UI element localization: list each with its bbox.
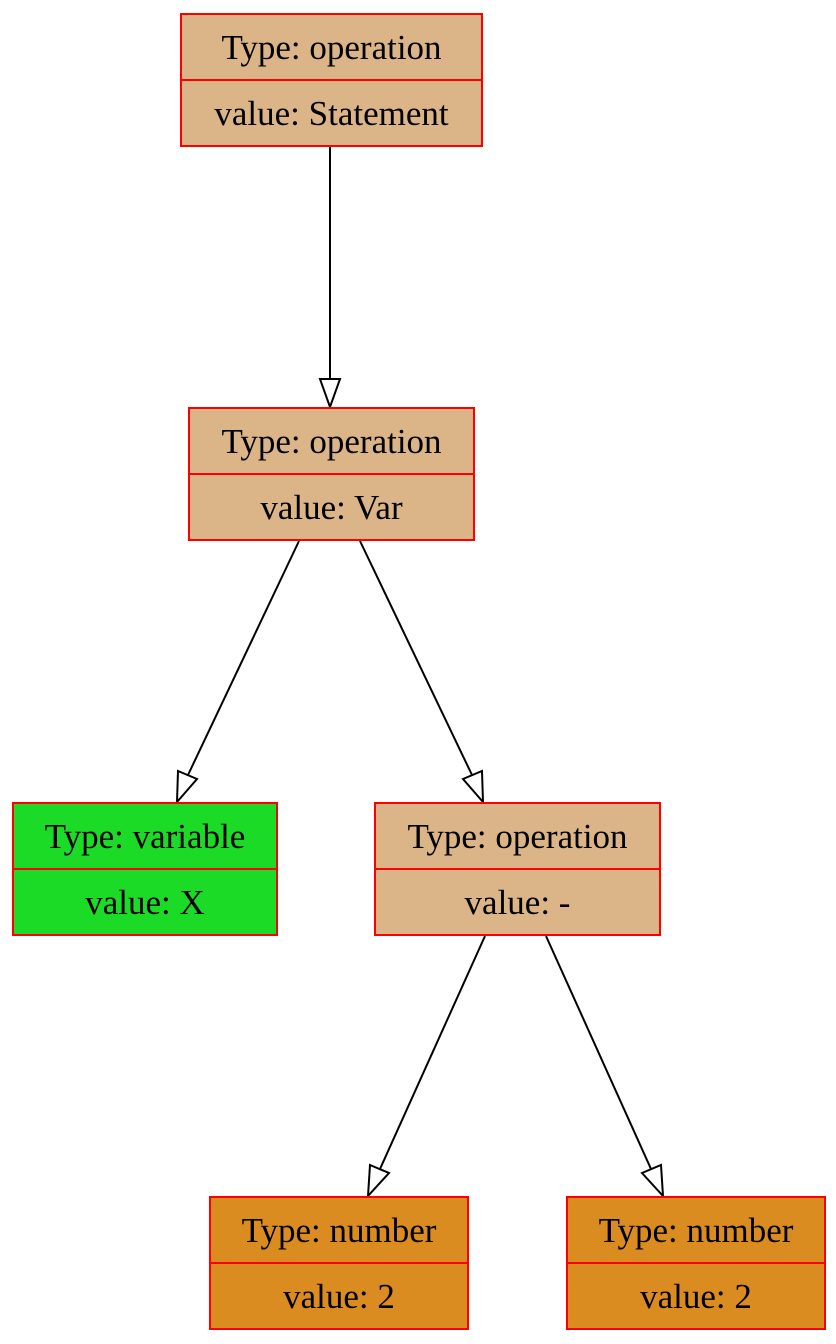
- node-var: Type: operation value: Var: [188, 407, 475, 541]
- node-number-right: Type: number value: 2: [566, 1196, 826, 1330]
- node-type-label: Type: operation: [190, 409, 473, 475]
- node-value-label: value: -: [464, 882, 571, 922]
- edge-minus-num-right: [545, 935, 665, 1199]
- edge-minus-num-left: [366, 935, 486, 1199]
- node-minus: Type: operation value: -: [374, 802, 661, 936]
- node-number-left: Type: number value: 2: [209, 1196, 469, 1330]
- node-type-label: Type: number: [568, 1198, 824, 1264]
- edge-statement-var: [318, 147, 342, 410]
- edge-var-variable: [175, 540, 300, 805]
- node-value-label: value: 2: [283, 1276, 395, 1316]
- node-type-label: Type: operation: [376, 804, 659, 870]
- node-value-label: value: Var: [260, 487, 403, 527]
- node-value-label: value: 2: [640, 1276, 752, 1316]
- node-variable: Type: variable value: X: [12, 802, 278, 936]
- node-type-label: Type: variable: [14, 804, 276, 870]
- edge-var-minus: [359, 540, 485, 805]
- node-value-label: value: X: [85, 882, 205, 922]
- node-value-label: value: Statement: [214, 93, 449, 133]
- node-type-label: Type: number: [211, 1198, 467, 1264]
- node-statement: Type: operation value: Statement: [180, 13, 483, 147]
- node-type-label: Type: operation: [182, 15, 481, 81]
